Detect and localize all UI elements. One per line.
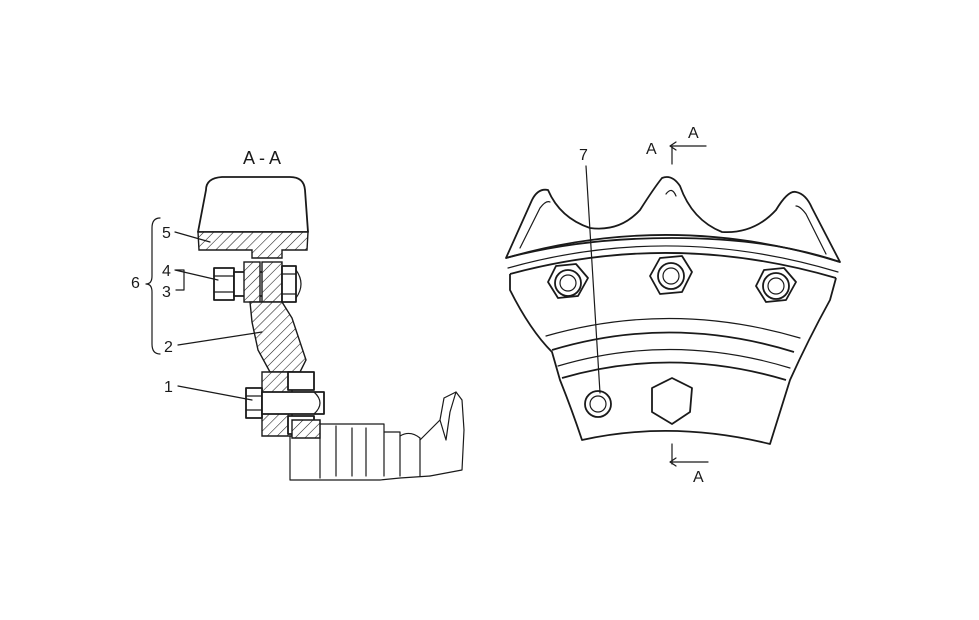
- section-callouts: 5 4 3 6 2 1: [131, 217, 263, 401]
- sprocket-view: 7 A A A: [505, 125, 841, 486]
- tooth-segment: [197, 176, 309, 259]
- hole-7: [584, 390, 612, 418]
- lower-bolt: [245, 371, 325, 439]
- callout-7: 7: [579, 147, 588, 164]
- bolt-right: [755, 267, 797, 303]
- lower-fasteners: [584, 377, 693, 425]
- section-title: A - A: [243, 148, 281, 168]
- callout-1: 1: [164, 379, 173, 396]
- section-view: A - A: [131, 148, 465, 481]
- callout-4: 4: [162, 263, 171, 280]
- bolt-left: [547, 263, 589, 299]
- upper-bolt: [213, 261, 302, 303]
- callout-2: 2: [164, 339, 173, 356]
- callout-6: 6: [131, 275, 140, 292]
- bolt-center: [649, 255, 693, 295]
- brace: [145, 217, 161, 355]
- section-cut-marks: A A A: [646, 125, 709, 486]
- callout-3: 3: [162, 284, 171, 301]
- ring-web: [249, 301, 307, 373]
- section-mark-top-right: A: [688, 125, 699, 142]
- hub: [289, 391, 465, 481]
- section-mark-bottom: A: [693, 469, 704, 486]
- lower-nut: [651, 377, 693, 425]
- upper-bolt-row: [547, 255, 797, 303]
- section-mark-top-left: A: [646, 141, 657, 158]
- callout-5: 5: [162, 225, 171, 242]
